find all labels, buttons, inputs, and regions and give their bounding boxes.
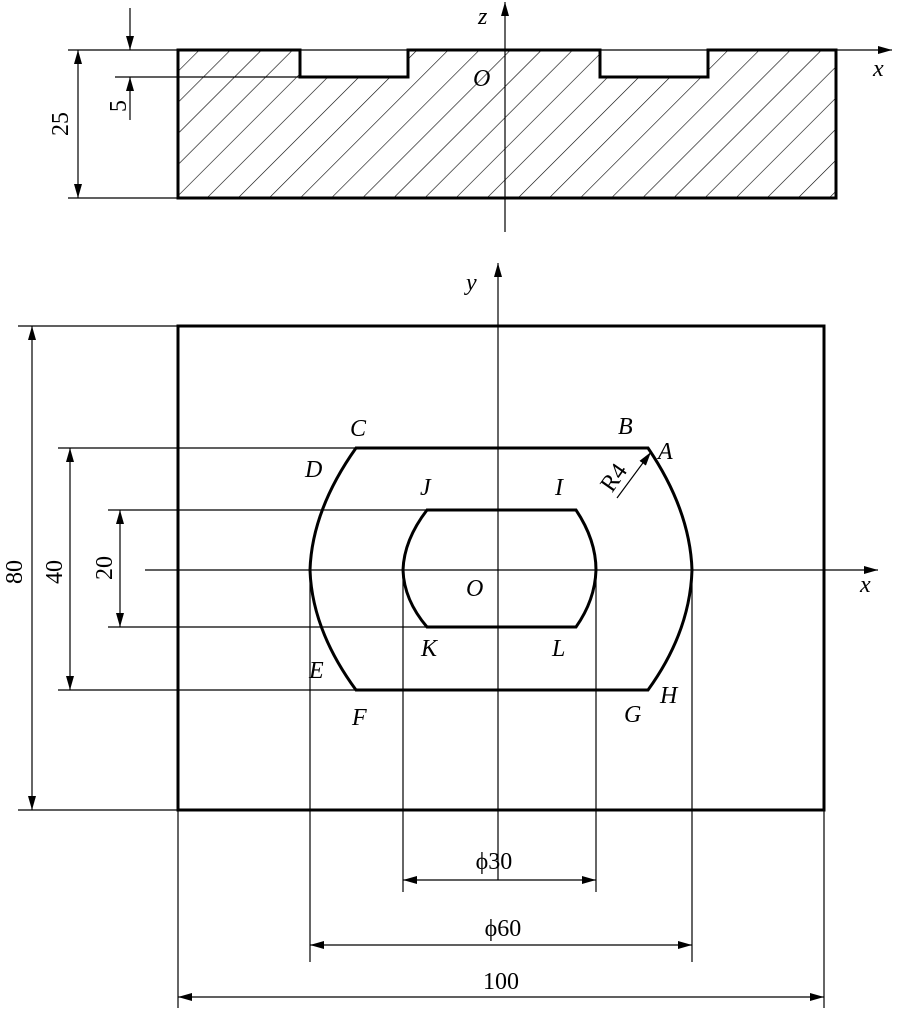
- plan-y-label: y: [464, 270, 477, 296]
- plan-x-label: x: [859, 572, 871, 598]
- plan-origin-label: O: [466, 576, 483, 602]
- dim-text-5: 5: [106, 100, 132, 112]
- dim-text-30: ϕ30: [476, 849, 513, 875]
- plan-outer-block: [176, 324, 826, 812]
- outer-pocket-contour: [308, 446, 694, 692]
- dim-text-20: 20: [92, 556, 118, 580]
- point-label-j: J: [420, 475, 432, 501]
- section-origin-label: O: [473, 66, 490, 92]
- plan-view: y x O A B C D E F G H I J K L 80 40 20 ϕ…: [2, 263, 878, 1008]
- dim-text-100: 100: [483, 969, 519, 995]
- dim-text-80: 80: [2, 560, 28, 584]
- inner-pocket-contour: [401, 508, 598, 629]
- point-label-c: C: [350, 416, 367, 442]
- point-label-d: D: [304, 457, 322, 483]
- point-label-k: K: [420, 636, 439, 662]
- section-view: z x O 25 5: [48, 2, 892, 232]
- point-label-h: H: [659, 683, 679, 709]
- dim-text-60: ϕ60: [485, 916, 522, 942]
- point-label-b: B: [618, 414, 633, 440]
- point-label-i: I: [554, 475, 564, 501]
- dim-line-r4: [616, 451, 652, 499]
- section-hatching: [178, 50, 836, 198]
- point-label-l: L: [551, 636, 565, 662]
- point-label-e: E: [308, 658, 324, 684]
- point-label-a: A: [656, 439, 673, 465]
- section-z-label: z: [477, 4, 488, 30]
- point-label-f: F: [351, 705, 367, 731]
- section-x-label: x: [872, 56, 884, 82]
- dim-text-25: 25: [48, 112, 74, 136]
- dim-text-r4: R4: [596, 459, 633, 497]
- point-label-g: G: [624, 702, 641, 728]
- dim-text-40: 40: [42, 560, 68, 584]
